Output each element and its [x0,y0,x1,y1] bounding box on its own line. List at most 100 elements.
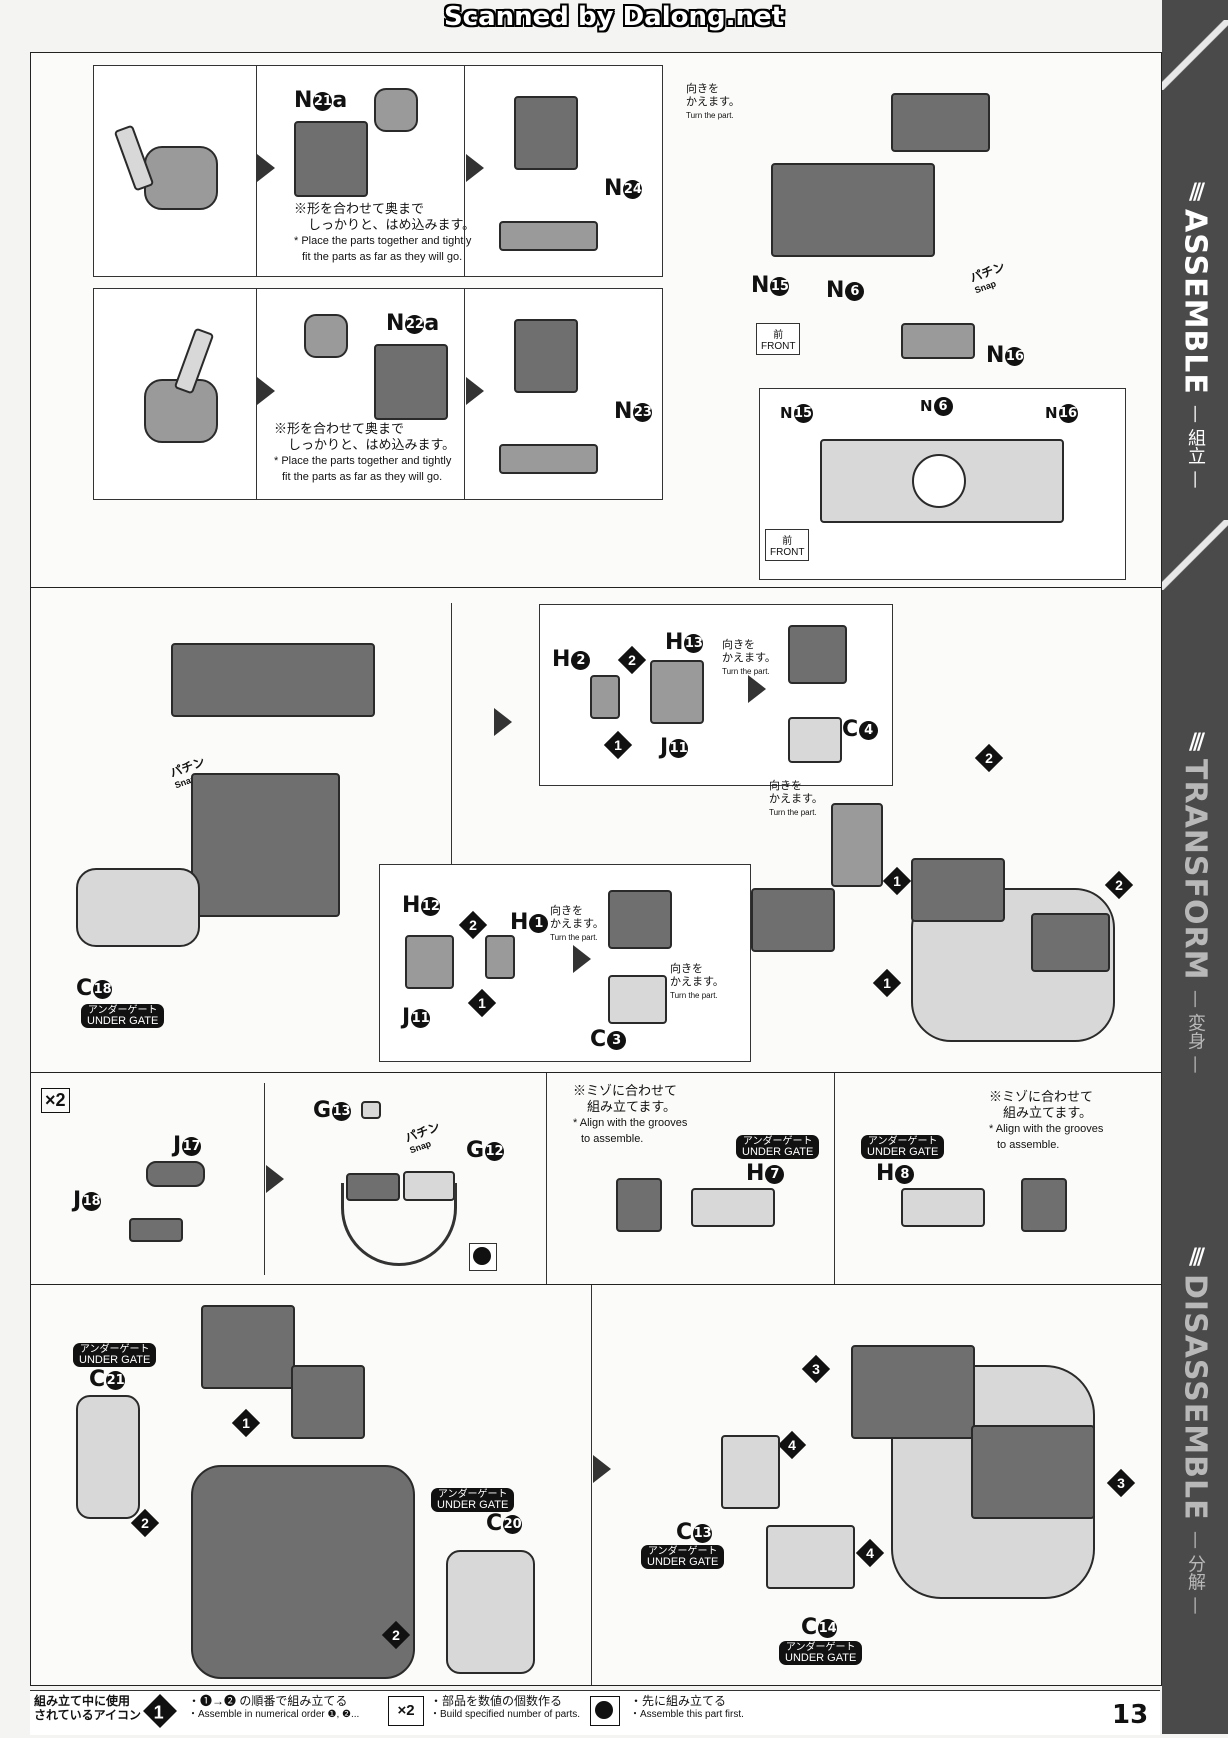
sidebar-disassemble-jp: — 分解 — [1185,1530,1206,1615]
part-label-n21a: N21a [294,88,348,113]
part-h7-shape [691,1188,775,1227]
sidebar-stripe-decoration [1162,520,1228,590]
step-arrow-icon [466,377,484,405]
legend-first-text: ・先に組み立てる・Assemble this part first. [630,1694,744,1720]
step-marker: 2 [130,1508,160,1538]
multiplier-icon: ×2 [388,1696,424,1726]
torso-part [191,773,340,917]
page-number: 13 [1112,1700,1149,1730]
step-arrow-icon [257,154,275,182]
step-marker: 2 [617,645,647,675]
step-marker: 3 [1106,1468,1136,1498]
divider [256,66,257,276]
part-h13-shape [650,660,704,724]
step-arrow-icon [266,1165,284,1193]
part-label-g12: G12 [466,1138,505,1163]
part-label-c14: C14 [801,1615,838,1640]
part-h1-shape [485,935,515,979]
part-label-n15: N15 [751,273,790,298]
part-c20-shape [446,1550,535,1674]
step-arrow-icon [593,1455,611,1483]
sidebar-transform-jp: — 変身 — [1185,990,1206,1074]
part-n23-shape [499,444,598,474]
divider [264,1083,265,1275]
divider [464,289,465,499]
step1-row1-box: N21a ※形を合わせて奥までしっかりと、はめ込みます。 * Place the… [93,65,663,277]
part-n24-shape [499,221,598,251]
groove-note: ※ミゾに合わせて組み立てます。 * Align with the grooves… [989,1089,1104,1151]
step-marker: 1 [231,1408,261,1438]
icon-legend: 組み立て中に使用されているアイコン 1 ・❶→❷ の順番で組み立てる・Assem… [30,1690,1160,1735]
chest-assembly-part [171,643,375,717]
part-h12-shape [405,935,454,989]
step-marker: 2 [1104,870,1134,900]
step-arrow-icon [466,154,484,182]
torso-assembly-part [191,1465,415,1679]
sidebar-transform-label: TRANSFORM [1177,759,1213,981]
sidebar-slash-icon: /// [1188,1245,1205,1270]
turn-note: 向きをかえます。Turn the part. [550,905,604,942]
part-label-h12: H12 [402,893,441,918]
sidebar-transform: /// TRANSFORM — 変身 — [1162,730,1228,1074]
part-c3-shape [608,975,667,1024]
step-marker: 2 [458,910,488,940]
part-label-n22a: N22a [386,311,440,336]
step1-panel: N21a ※形を合わせて奥までしっかりと、はめ込みます。 * Place the… [30,52,1162,589]
multiplier-badge: ×2 [41,1088,70,1113]
part-label-j17: J17 [173,1133,202,1158]
part-g13-shape [361,1101,381,1119]
assembled-joint-part [514,319,578,393]
part-j18-shape [129,1218,183,1242]
part-n21a-shape [294,121,368,197]
part-c4-shape [788,717,842,763]
step1-row2-box: N22a ※形を合わせて奥までしっかりと、はめ込みます。 * Place the… [93,288,663,500]
side-armor-part [751,888,835,952]
part-n22a-shape [374,344,448,420]
step-marker: 1 [872,968,902,998]
chest-armor-part [851,1345,975,1439]
turn-note: 向きをかえます。Turn the part. [686,83,740,120]
fit-note: ※形を合わせて奥までしっかりと、はめ込みます。 * Place the part… [294,201,476,263]
step-arrow-icon [257,377,275,405]
divider [451,603,452,1043]
part-c21-shape [76,1395,140,1519]
scan-credit-watermark: Scanned by Dalong.net [443,2,785,32]
shoulder-part [831,803,883,887]
part-label-h13: H13 [665,630,704,655]
chest-armor-part [971,1425,1095,1519]
part-j17-shape [146,1161,205,1187]
assemble-first-icon [469,1243,497,1271]
turn-note: 向きをかえます。Turn the part. [722,639,776,676]
step-marker: 2 [974,743,1004,773]
legend-title: 組み立て中に使用されているアイコン [34,1694,142,1722]
part-label-j18: J18 [73,1188,102,1213]
sidebar-assemble: /// ASSEMBLE — 組立 — [1162,180,1228,488]
part-label-c13: C13 [676,1520,713,1545]
turn-note: 向きをかえます。Turn the part. [769,780,823,817]
divider [546,1073,547,1285]
sidebar-slash-icon: /// [1188,180,1205,205]
sidebar-assemble-jp: — 組立 — [1185,404,1206,489]
cap-part [304,314,348,358]
divider [834,1073,835,1285]
step-marker: 2 [381,1620,411,1650]
step-arrow-icon [573,945,591,973]
part-label-n16: N16 [986,343,1025,368]
part-label-g13: G13 [313,1098,352,1123]
part-h2-shape [590,675,620,719]
